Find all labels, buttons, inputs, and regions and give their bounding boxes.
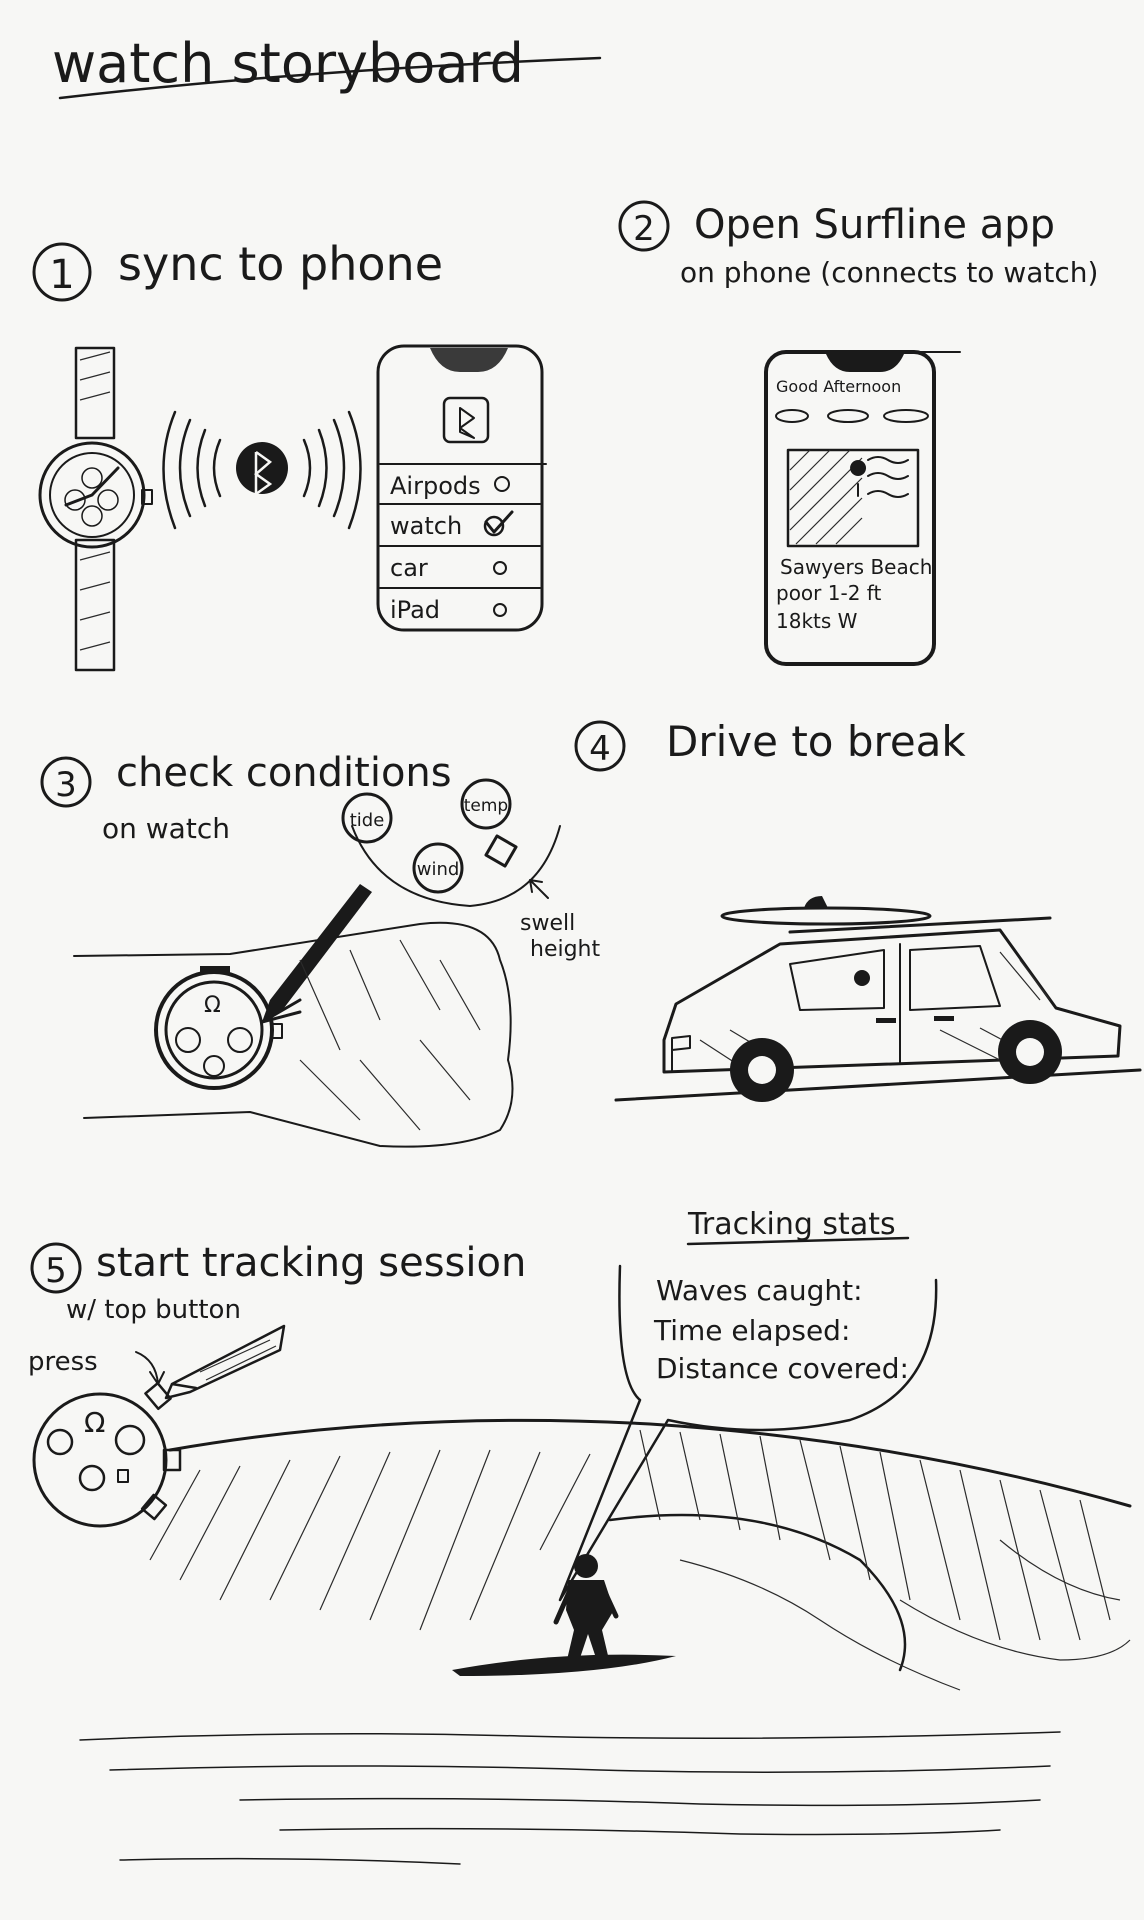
swell-height-icon	[486, 836, 516, 866]
swell-label-line2: height	[530, 937, 600, 962]
press-arrow	[166, 1326, 284, 1398]
svg-text:temp: temp	[464, 796, 508, 816]
car-with-surfboard	[616, 896, 1140, 1102]
svg-text:Ω: Ω	[204, 993, 221, 1018]
surfline-greeting: Good Afternoon	[776, 377, 901, 396]
surfboard	[452, 1655, 676, 1676]
svg-text:tide: tide	[350, 810, 385, 831]
step-4-caption: Drive to break	[666, 717, 966, 766]
step-5-caption-line1: start tracking session	[96, 1240, 526, 1286]
swell-arrow	[530, 880, 548, 898]
check-icon	[486, 512, 512, 532]
step-3: 3 check conditions on watch tide temp wi…	[42, 750, 600, 1147]
svg-text:Ω: Ω	[84, 1406, 105, 1439]
step-1: 1 sync to phone	[34, 237, 546, 670]
bt-item-car: car	[390, 554, 428, 582]
step-3-number: 3	[55, 765, 77, 805]
stat-distance-covered: Distance covered:	[656, 1352, 909, 1385]
location-pin-icon	[850, 460, 866, 476]
step-2-number: 2	[633, 209, 655, 249]
surfline-wind: 18kts W	[776, 609, 858, 633]
bluetooth-signal-icon	[164, 412, 361, 528]
tracking-stats-heading: Tracking stats	[687, 1207, 896, 1242]
bt-item-watch: watch	[390, 512, 462, 540]
stat-waves-caught: Waves caught:	[656, 1274, 863, 1307]
step-1-caption: sync to phone	[118, 237, 443, 291]
bt-radio-ipad	[494, 604, 506, 616]
step-2: 2 Open Surfline app on phone (connects t…	[620, 202, 1098, 664]
bt-radio-airpods	[495, 477, 509, 491]
step-5-number: 5	[45, 1251, 67, 1291]
swell-label-line1: swell	[520, 911, 575, 936]
step-2-caption-line1: Open Surfline app	[694, 202, 1055, 248]
bt-item-ipad: iPad	[390, 596, 440, 624]
bt-item-airpods: Airpods	[390, 472, 481, 500]
surfline-spot-name: Sawyers Beach	[780, 555, 932, 579]
step-4-number: 4	[589, 729, 611, 769]
phone-surfline-app: Good Afternoon Sawyers Beach poor 1-2 ft…	[766, 352, 960, 664]
press-label: press	[28, 1347, 98, 1377]
step-3-caption-line2: on watch	[102, 812, 230, 845]
svg-text:wind: wind	[417, 859, 460, 880]
surfer-figure	[452, 1554, 676, 1676]
watch-on-wrist	[156, 972, 272, 1088]
storyboard-title: watch storyboard	[52, 32, 524, 95]
arm-fist	[74, 923, 513, 1147]
step-5-caption-line2: w/ top button	[66, 1295, 241, 1325]
tracking-stats-bubble: Tracking stats Waves caught: Time elapse…	[560, 1207, 936, 1600]
bt-radio-car	[494, 562, 506, 574]
watch-face-top-button: Ω	[34, 1383, 180, 1526]
step-5: 5 start tracking session w/ top button p…	[28, 1207, 1130, 1864]
phone-bluetooth-list: Airpods watch car iPad	[378, 346, 546, 630]
pointer-arrow	[262, 884, 372, 1022]
step-1-number: 1	[49, 252, 74, 298]
wristwatch-icon	[40, 348, 152, 670]
step-2-caption-line2: on phone (connects to watch)	[680, 256, 1098, 289]
step-4: 4 Drive to break	[576, 717, 1140, 1102]
surfline-condition: poor 1-2 ft	[776, 581, 881, 605]
stat-time-elapsed: Time elapsed:	[653, 1314, 850, 1347]
step-3-caption-line1: check conditions	[116, 750, 452, 796]
